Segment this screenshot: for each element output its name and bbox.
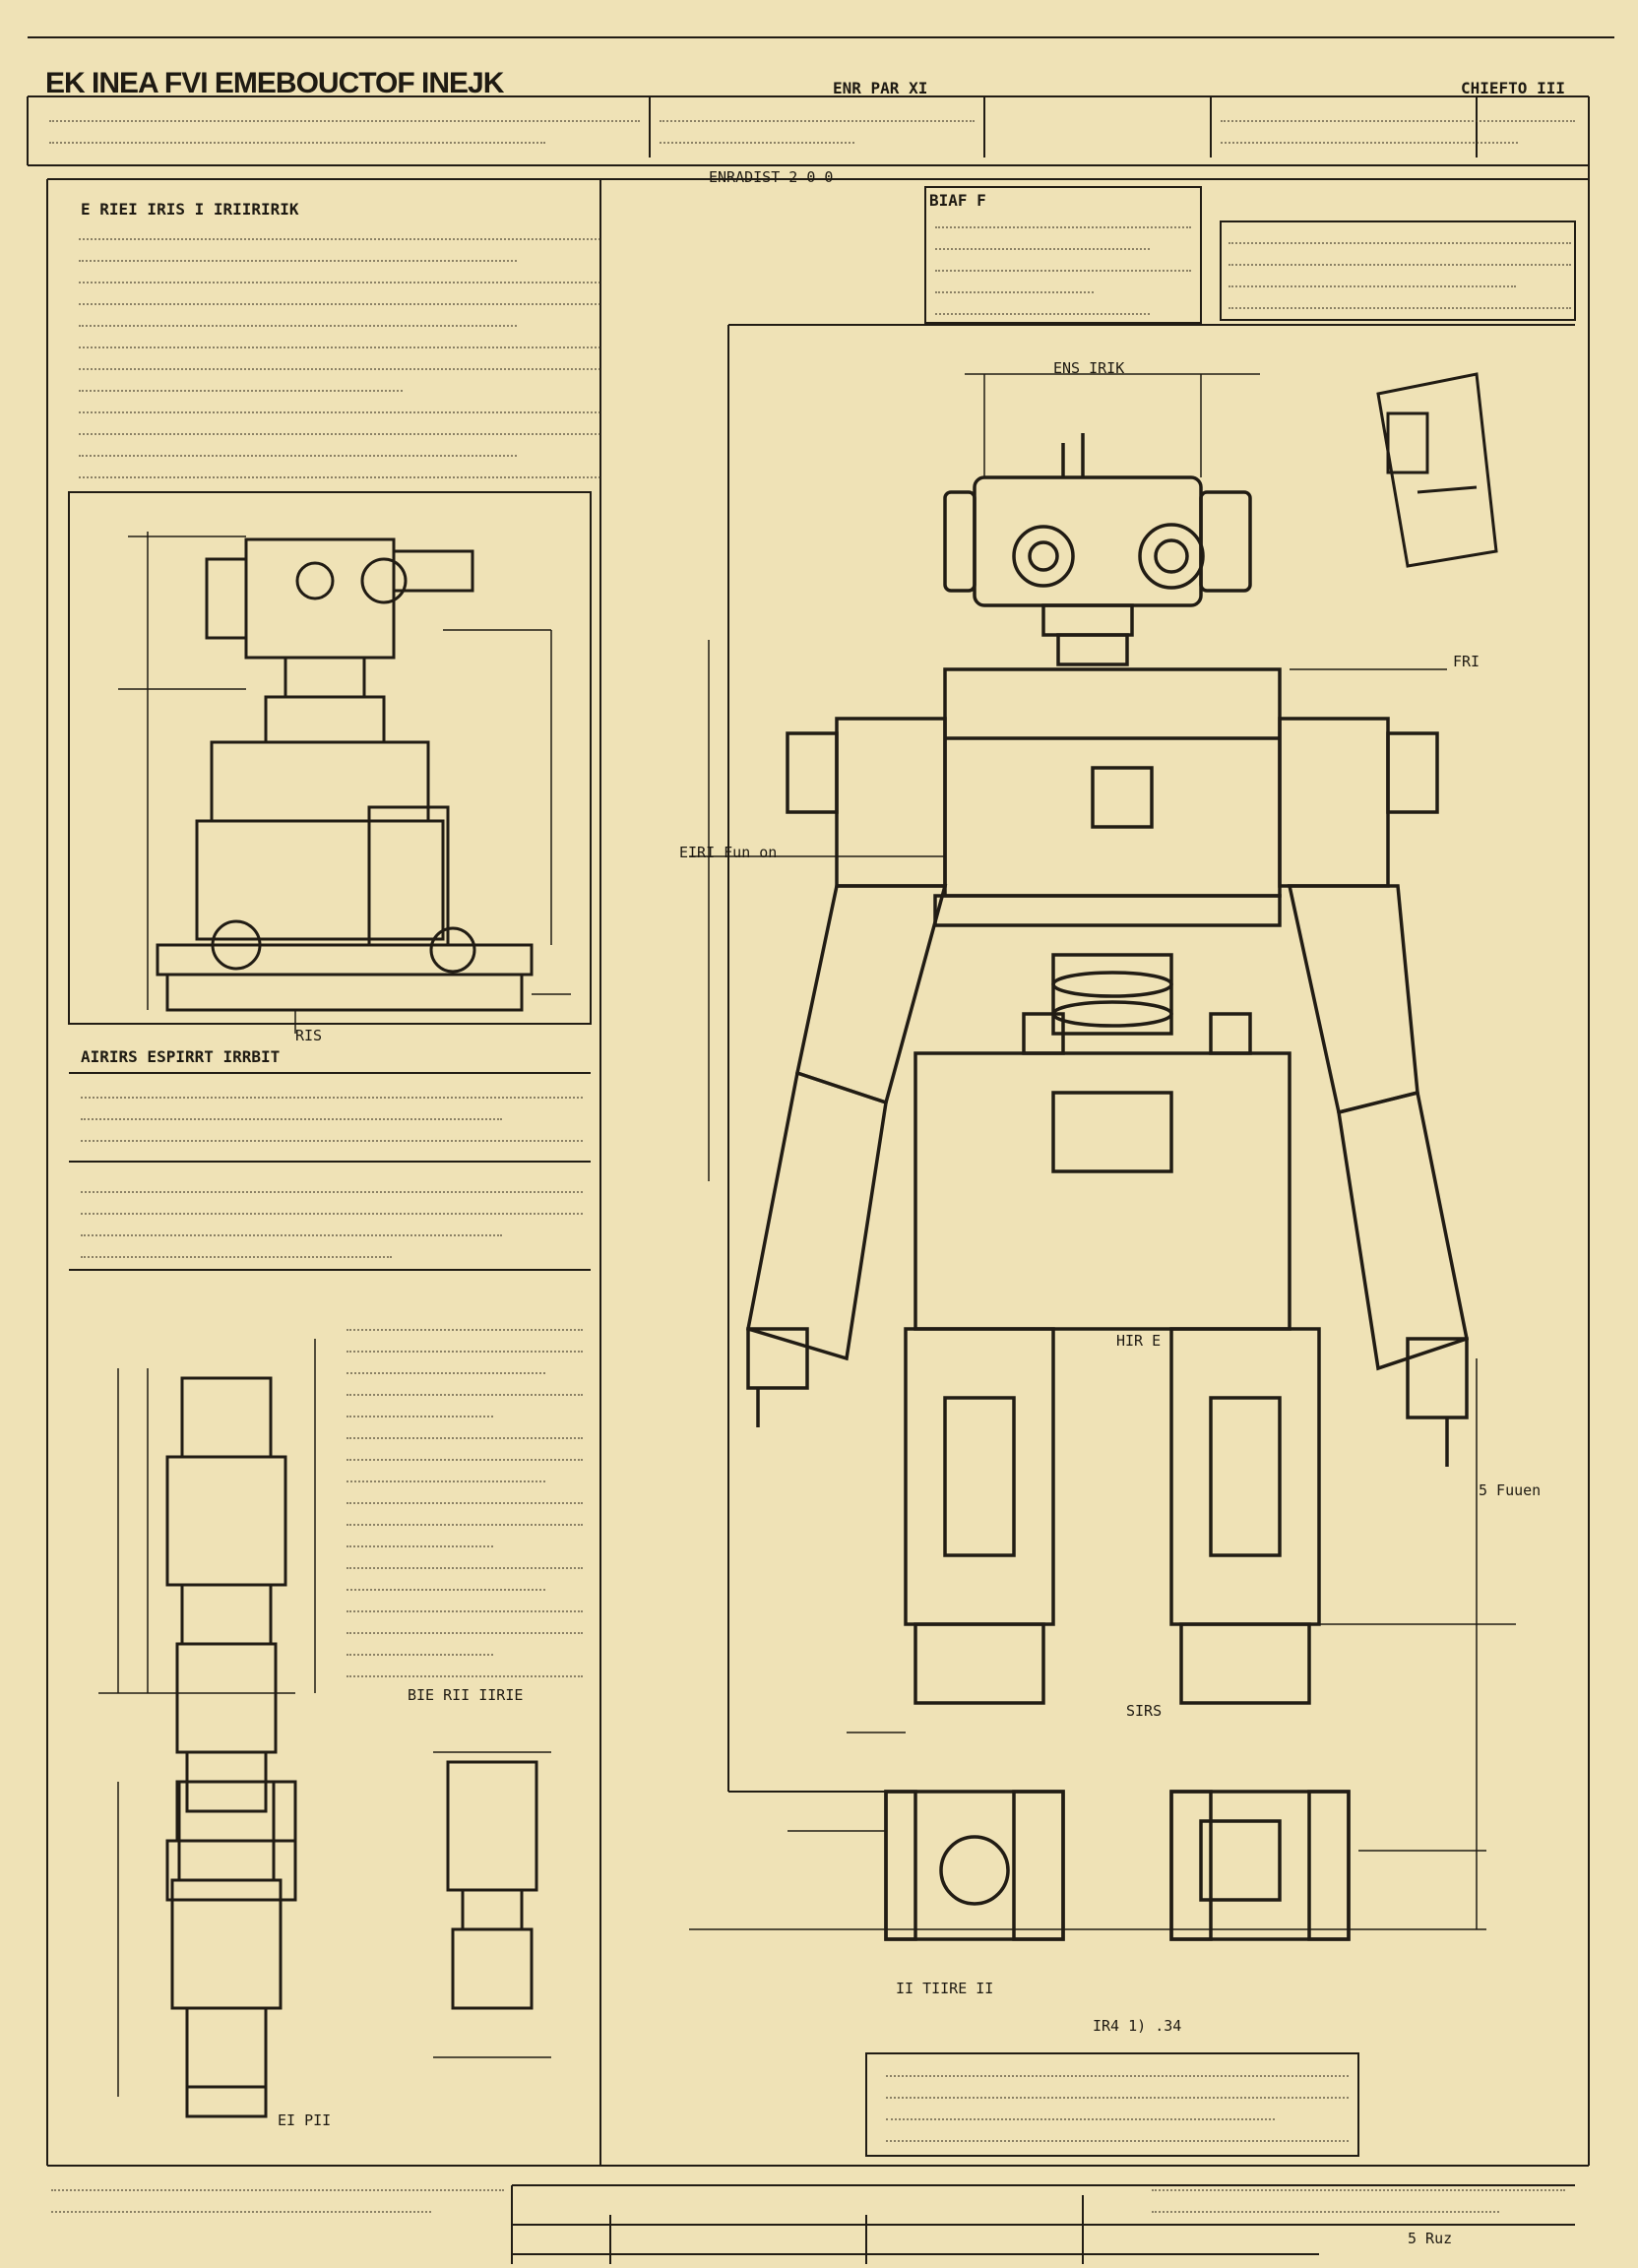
small-fig-caption: EI PII [278, 2111, 332, 2129]
right-note-2: SIRS [1126, 1702, 1163, 1720]
panel-left-title: E RIEI IRIS I IRIIRIRIK [81, 200, 299, 219]
bottom-notes-box [886, 2061, 1349, 2150]
spec-text-2 [81, 1177, 583, 1266]
spec-text-1 [81, 1083, 583, 1162]
top-center-small-label: ENRADIST 2 0 0 [709, 168, 834, 186]
right-note-1: FRI [1453, 653, 1480, 670]
header-notes-center [660, 106, 975, 156]
torso-left-dim: EIRI Fun on [679, 844, 778, 861]
footer-notes-right [1152, 2175, 1565, 2225]
header-notes-right [1221, 106, 1575, 156]
sheet-title: EK INEA FVI EMEBOUCTOF INEJK [45, 67, 504, 99]
spec-heading: AIRIRS ESPIRRT IRRBIT [81, 1047, 281, 1066]
header-right-label: CHIEFTO III [1461, 79, 1565, 97]
foot-note: 5 Ruz [1408, 2230, 1453, 2247]
right-box-text [1228, 228, 1571, 317]
bottom-dim: IR4 1) .34 [1093, 2017, 1182, 2035]
header-notes-left [49, 106, 640, 156]
lower-left-caption: BIE RII IIRIE [408, 1686, 524, 1704]
head-box-title: BIAF F [929, 191, 986, 210]
footer-notes-left [51, 2175, 504, 2225]
torso-note: HIR E [1116, 1332, 1162, 1350]
head-callout: ENS IRIK [1053, 359, 1125, 377]
panel-left-text [79, 224, 600, 490]
header-center-label: ENR PAR XI [833, 79, 928, 97]
head-box-text [935, 213, 1191, 321]
side-view-caption: RIS [295, 1027, 323, 1044]
lower-left-notes [346, 1315, 583, 1679]
bottom-caption-1: II TIIRE II [896, 1980, 994, 1997]
right-note-3: 5 Fuuen [1479, 1481, 1542, 1499]
